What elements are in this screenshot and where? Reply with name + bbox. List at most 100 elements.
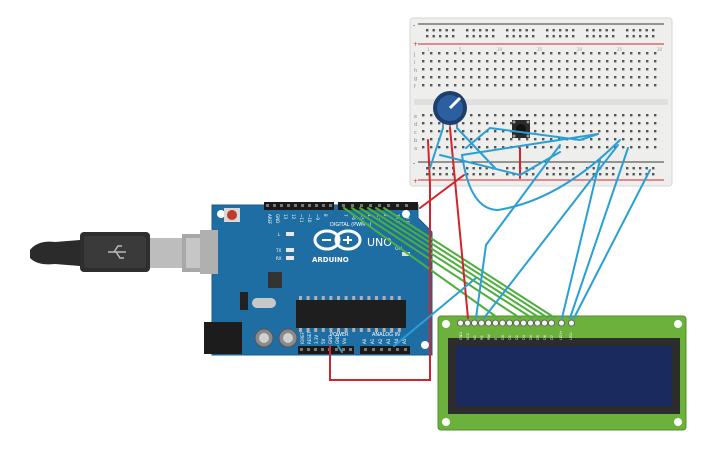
breadboard-hole [470,138,473,141]
lcd-pin [506,319,513,327]
breadboard-hole [606,60,609,63]
lcd-pin [499,319,506,327]
rail-hole [626,29,629,32]
wire-red[interactable] [419,174,465,209]
wire-green[interactable] [359,207,533,319]
wire-blue[interactable] [573,169,651,319]
breadboard-hole [518,114,521,117]
lcd-pin [457,319,464,327]
lcd-module[interactable]: GND VCC V0 RS RW E D0 D1 D2 D3 D4 D5 D6 … [437,315,687,431]
breadboard-hole [630,60,633,63]
wire-blue[interactable] [461,133,599,156]
breadboard-hole [430,68,433,71]
breadboard-hole [606,52,609,55]
wire-green[interactable] [343,207,499,319]
breadboard-hole [542,138,545,141]
wire-blue[interactable] [393,277,477,347]
breadboard-hole [446,68,449,71]
breadboard-hole [454,68,457,71]
breadboard[interactable]: + - + - j i h g f e d c b a 1 5 10 15 20… [409,17,673,187]
header-pin [342,204,345,207]
arduino-uno-board[interactable]: ARDUINO UNO DIGITAL (PWM~) POWER ANALOG … [200,202,433,356]
breadboard-hole [582,76,585,79]
breadboard-hole [462,122,465,125]
breadboard-hole [654,130,657,133]
breadboard-hole [566,52,569,55]
rail-hole [466,173,469,176]
breadboard-hole [486,52,489,55]
wire-blue[interactable] [569,147,629,319]
header-pin [369,204,372,207]
breadboard-hole [462,130,465,133]
power-jack[interactable] [204,322,242,354]
chip-pin [306,296,310,300]
breadboard-hole [502,114,505,117]
rail-hole [572,173,575,176]
breadboard-hole [654,52,657,55]
header-pin [307,348,310,351]
header-pin [387,204,390,207]
breadboard-hole [606,114,609,117]
wire-blue[interactable] [561,159,601,319]
rail-hole [592,29,595,32]
breadboard-hole [622,84,625,87]
potentiometer[interactable] [433,91,467,130]
breadboard-hole [606,138,609,141]
wire-blue[interactable] [439,151,561,177]
header-pin [372,348,375,351]
breadboard-hole [614,84,617,87]
breadboard-hole [454,52,457,55]
wire-blue[interactable] [485,144,561,246]
power-pin-label: IOREF [300,331,305,344]
breadboard-hole [438,122,441,125]
atmega-chip [296,300,406,328]
wire-red[interactable] [329,139,431,381]
breadboard-hole [574,146,577,149]
breadboard-hole [518,60,521,63]
rail-hole [626,35,629,38]
breadboard-hole [606,146,609,149]
lcd-screen [456,346,672,406]
rail-hole [612,167,615,170]
chip-pin [382,328,386,332]
breadboard-hole [558,84,561,87]
rail-hole [466,167,469,170]
wire-blue[interactable] [461,139,621,212]
breadboard-hole [438,52,441,55]
wire-blue[interactable] [429,127,444,169]
breadboard-hole [478,60,481,63]
header-pin [308,204,311,207]
chip-pin [299,296,302,300]
breadboard-hole [518,138,521,141]
status-leds: L TX RX [275,232,294,261]
rail-hole [586,35,589,38]
digital-pin-label: RX 0 [405,214,410,224]
wire-blue[interactable] [465,126,599,149]
breadboard-hole [606,122,609,125]
chip-pin [359,328,363,332]
chip-pin [397,328,401,332]
rail-hole [572,29,575,32]
wire-blue[interactable] [475,244,487,319]
breadboard-hole [622,114,625,117]
breadboard-hole [654,122,657,125]
wire-green[interactable] [367,207,541,319]
wire-green[interactable] [383,207,556,319]
breadboard-hole [446,130,449,133]
breadboard-hole [494,146,497,149]
wire-blue[interactable] [337,345,343,353]
breadboard-hole [582,52,585,55]
rail-hole [552,167,555,170]
breadboard-hole [646,114,649,117]
breadboard-hole [550,122,553,125]
lcd-pin [558,319,565,327]
rail-minus-top: - [413,22,415,29]
breadboard-hole [630,52,633,55]
wire-blue[interactable] [456,127,496,169]
breadboard-hole [486,138,489,141]
wire-green[interactable] [351,207,521,319]
breadboard-hole [598,138,601,141]
rail-hole [605,167,608,170]
push-button[interactable] [512,120,530,138]
rail-hole [525,29,528,32]
